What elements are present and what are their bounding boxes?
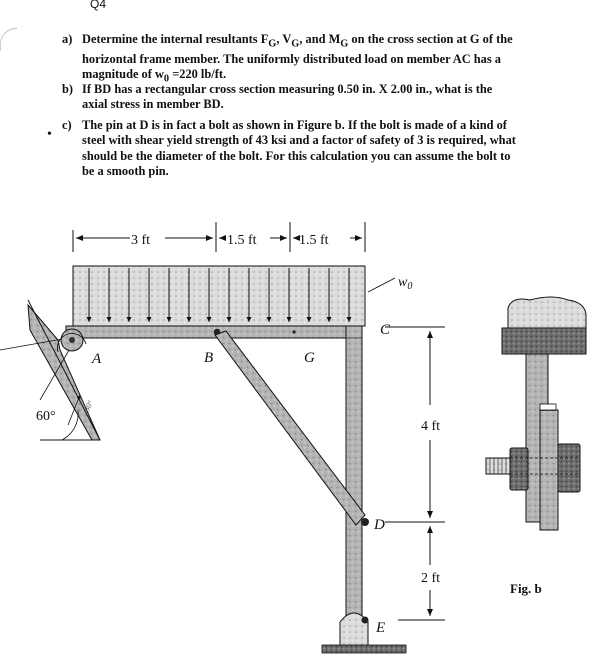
point-C: C xyxy=(380,322,391,338)
question-a-label: a) xyxy=(62,32,73,46)
load-label: w0 xyxy=(398,275,412,292)
question-c-label: c) xyxy=(62,118,72,132)
distributed-load xyxy=(72,265,396,327)
question-a-line: magnitude of w0 =220 lb/ft. xyxy=(82,67,227,85)
angle-label: 60° xyxy=(36,409,56,424)
point-D: D xyxy=(373,517,385,533)
question-c-line: be a smooth pin. xyxy=(82,164,169,179)
page-corner-mark xyxy=(0,28,17,51)
bullet-dot: • xyxy=(47,127,52,142)
question-b-label: b) xyxy=(62,82,74,96)
question-b-line: If BD has a rectangular cross section me… xyxy=(82,82,493,96)
point-B: B xyxy=(204,350,213,366)
right-dimension xyxy=(385,326,445,621)
bolt-detail-figure xyxy=(485,296,587,531)
dim-1-5ft-b: 1.5 ft xyxy=(299,233,329,248)
dim-2ft: 2 ft xyxy=(421,571,440,586)
question-a-text: Determine the internal resultants FG, VG… xyxy=(82,32,552,87)
point-E: E xyxy=(375,620,385,636)
question-a-line: horizontal frame member. The uniformly d… xyxy=(82,51,501,66)
question-c-text: The pin at D is in fact a bolt as shown … xyxy=(82,118,552,180)
question-c-line: The pin at D is in fact a bolt as shown … xyxy=(82,118,507,132)
question-c-line: steel with shear yield strength of 43 ks… xyxy=(82,133,516,148)
dim-1-5ft-a: 1.5 ft xyxy=(227,233,257,248)
question-c-line: should be the diameter of the bolt. For … xyxy=(82,148,511,163)
top-dimension xyxy=(72,222,366,252)
dim-4ft: 4 ft xyxy=(421,419,440,434)
inclined-support: 30° xyxy=(0,299,101,441)
question-b-line: axial stress in member BD. xyxy=(82,97,224,112)
question-b-text: If BD has a rectangular cross section me… xyxy=(82,82,552,113)
moment-arc-icon xyxy=(57,333,87,353)
fig-b-caption: Fig. b xyxy=(510,581,542,596)
point-G: G xyxy=(304,350,315,366)
beam-AC xyxy=(60,325,363,352)
question-number: Q4 xyxy=(90,0,107,11)
column-CE xyxy=(321,325,407,654)
question-a-line: Determine the internal resultants FG, VG… xyxy=(82,32,513,50)
point-A: A xyxy=(91,351,102,367)
dim-3ft: 3 ft xyxy=(131,233,150,248)
member-BD xyxy=(214,330,366,526)
